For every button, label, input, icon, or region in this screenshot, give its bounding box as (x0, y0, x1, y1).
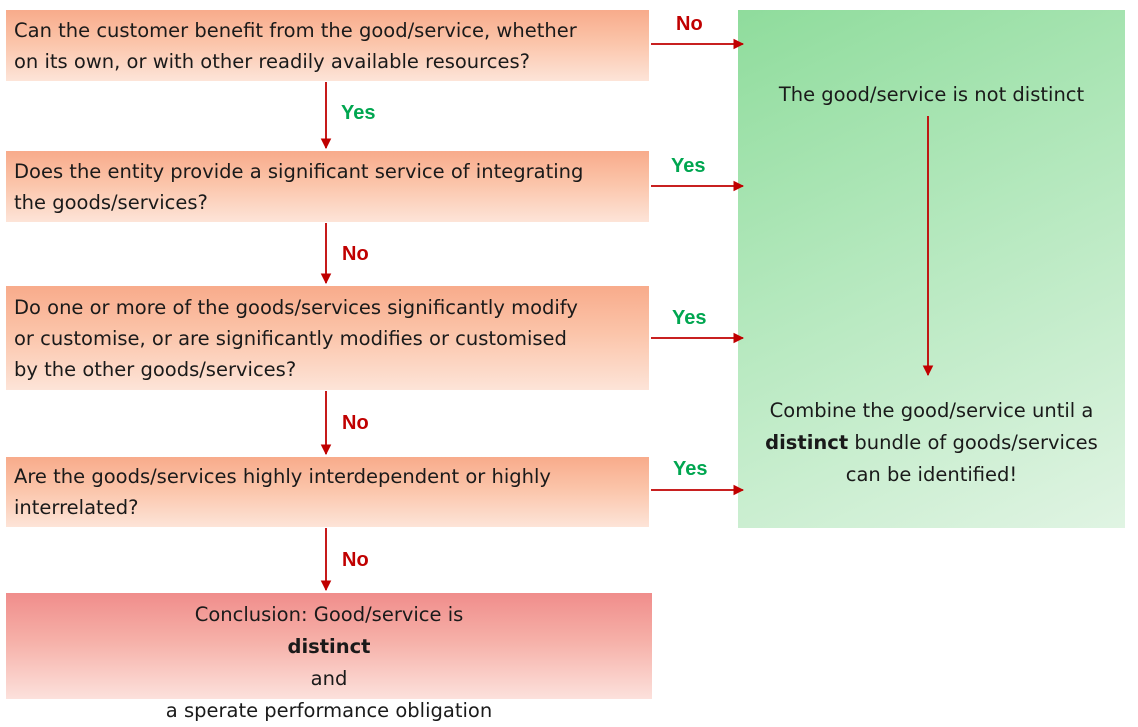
down-label-yes: Yes (341, 102, 376, 124)
conclusion-prefix: Conclusion: Good/service is (194, 603, 464, 626)
combine-line: can be identified! (845, 463, 1018, 486)
side-label-yes: Yes (672, 307, 707, 329)
question-line: Are the goods/services highly interdepen… (14, 465, 551, 488)
question-text: Do one or more of the goods/services sig… (14, 292, 578, 385)
question-line: Does the entity provide a significant se… (14, 159, 584, 183)
down-label-no: No (342, 412, 369, 434)
distinct-emphasis: distinct (287, 635, 371, 658)
conclusion-box: Conclusion: Good/service is distinct and… (6, 593, 652, 722)
flow-arrows (320, 38, 934, 592)
question-line: Can the customer benefit from the good/s… (14, 18, 577, 42)
down-label-no: No (342, 243, 369, 265)
question-line: Do one or more of the goods/services sig… (14, 295, 578, 319)
question-text: Are the goods/services highly interdepen… (14, 461, 551, 523)
side-label-no: No (676, 13, 703, 35)
not-distinct-text: The good/service is not distinct (778, 83, 1085, 106)
question-box-integration-service: Does the entity provide a significant se… (6, 151, 649, 222)
question-text: Can the customer benefit from the good/s… (14, 15, 577, 77)
question-line: the goods/services? (14, 190, 208, 214)
side-label-yes: Yes (671, 155, 706, 177)
conclusion-line: Conclusion: Good/service is distinct (6, 599, 652, 663)
combine-line-rest: bundle of goods/services (848, 431, 1098, 454)
combine-instruction: Combine the good/service until a distinc… (738, 395, 1125, 491)
distinct-emphasis: distinct (765, 431, 849, 454)
side-label-yes: Yes (673, 458, 708, 480)
question-text: Does the entity provide a significant se… (14, 156, 583, 218)
question-line: by the other goods/services? (14, 357, 297, 381)
combine-line: Combine the good/service until a (769, 399, 1094, 422)
conclusion-line: and (310, 667, 348, 690)
down-label-no: No (342, 549, 369, 571)
question-box-modify-customise: Do one or more of the goods/services sig… (6, 286, 649, 390)
combine-line: distinct bundle of goods/services (738, 427, 1125, 459)
question-line: on its own, or with other readily availa… (14, 49, 530, 73)
question-box-interdependent: Are the goods/services highly interdepen… (6, 457, 649, 527)
question-line: interrelated? (14, 496, 139, 519)
question-box-customer-benefit: Can the customer benefit from the good/s… (6, 10, 649, 81)
question-line: or customise, or are significantly modif… (14, 326, 567, 350)
